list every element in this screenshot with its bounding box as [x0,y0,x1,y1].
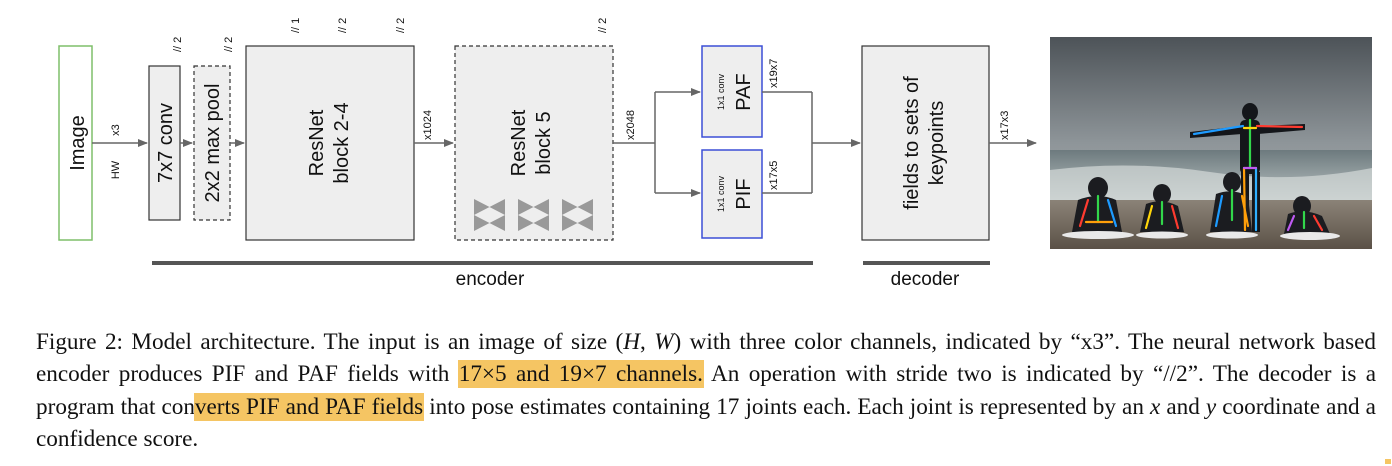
caption-part-1: Figure 2: Model architecture. The input … [36,329,624,355]
resnet-a-line1: ResNet [306,109,328,176]
stride-r2-label: // 2 [337,18,349,33]
architecture-diagram: Image x3 HW 7x7 conv // 2 2x2 max pool /… [58,18,1372,290]
stride-r1-label: // 1 [290,18,302,33]
caption-comma: , [640,329,646,355]
caption-math-x: x [1149,393,1161,420]
channels-17x5-label: x17x5 [768,161,780,190]
pif-conv-label: 1x1 conv [716,175,726,212]
stride-r5-label: // 2 [597,18,609,33]
caption-math-h: H [623,329,640,355]
decoder-label: decoder [891,269,960,290]
caption-highlight-channels[interactable]: 17×5 and 19×7 channels. [458,361,703,388]
input-size-label: HW [110,160,122,179]
resnet-b-line1: ResNet [508,109,530,176]
resnet-a-line2: block 2-4 [331,102,353,183]
image-label: Image [67,115,89,171]
conv-box [148,65,181,221]
channels-2048-label: x2048 [625,110,637,140]
resnet-block-2-4-box [245,45,415,241]
conv-label: 7x7 conv [155,103,177,183]
caption-part-4: into pose estimates containing 17 joints… [423,393,1150,420]
image-box [58,45,93,241]
fields-line1: fields to sets of [901,76,923,210]
input-channels-label: x3 [110,124,122,136]
paf-label: PAF [733,73,755,110]
pose-output-photo [1050,37,1372,249]
encoder-label: encoder [456,269,525,290]
decoder-bar [863,261,990,265]
figure-caption: Figure 2: Model architecture. The input … [36,326,1376,456]
caption-math-w: W [654,329,674,355]
stride-r3-label: // 2 [395,18,407,33]
pif-box [701,149,763,239]
channels-19x7-label: x19x7 [768,59,780,88]
encoder-bar [152,261,813,265]
highlight-marker-icon [1385,459,1391,464]
caption-part-5: and [1160,393,1206,420]
caption-part-3: An operation with stride two is indicate… [36,361,1376,420]
stride-pool-label: // 2 [223,37,235,52]
fields-line2: keypoints [926,101,948,186]
pif-label: PIF [733,178,755,209]
paf-conv-label: 1x1 conv [716,73,726,110]
caption-part-6: coordinate and a confidence score. [36,393,1376,453]
caption-highlight-fields[interactable]: verts PIF and PAF fields [194,393,424,420]
stride-conv-label: // 2 [172,37,184,52]
channels-17x3-label: x17x3 [999,111,1011,140]
paf-box [701,45,763,138]
caption-math-y: y [1205,393,1217,420]
pool-box [193,65,231,221]
caption-part-2: ) with three color channels, indicated b… [36,329,1377,388]
channels-1024-label: x1024 [422,110,434,140]
dilation-hourglass-icons [474,199,593,231]
resnet-b-line2: block 5 [533,111,555,174]
pool-label: 2x2 max pool [202,84,224,203]
